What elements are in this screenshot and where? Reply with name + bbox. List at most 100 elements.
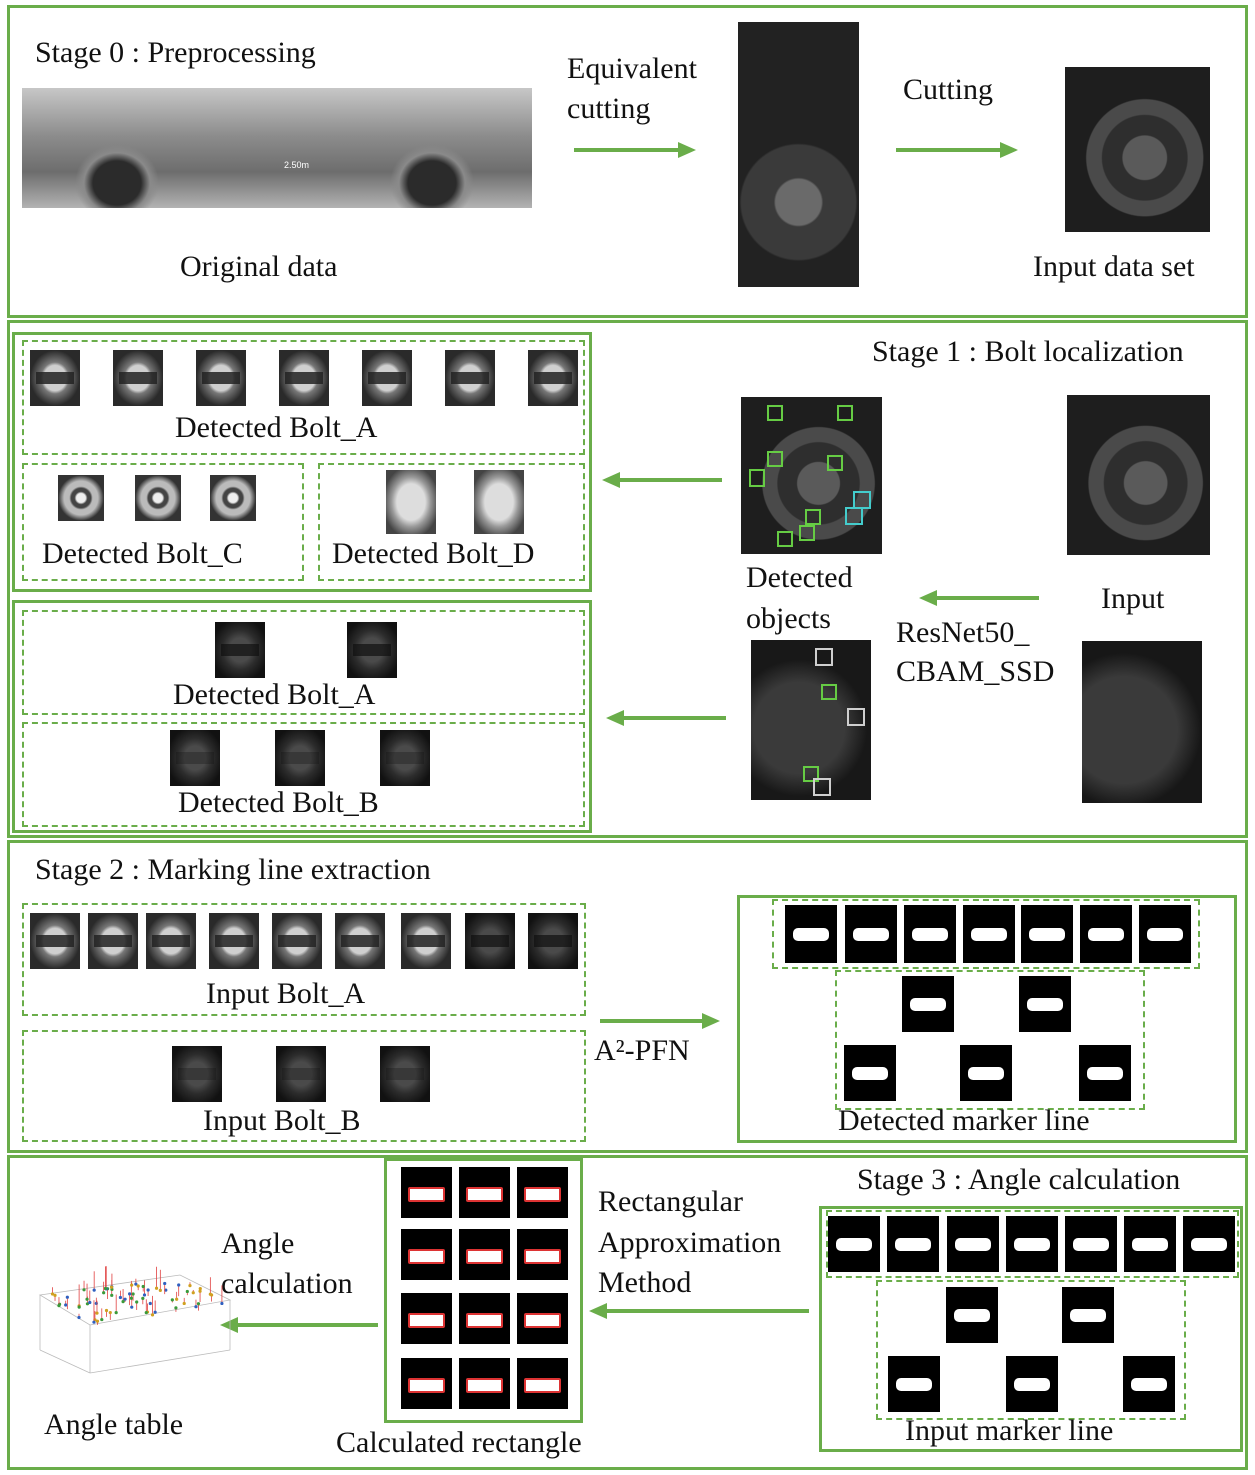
angle-point — [57, 1304, 61, 1308]
bolt-b-thumb — [380, 730, 430, 786]
arrow-equivalent-cutting — [574, 142, 696, 158]
marker-line-tile — [887, 1216, 939, 1272]
angle-point — [188, 1284, 192, 1288]
detection-box — [805, 509, 821, 525]
marker-line-tile — [963, 905, 1015, 963]
marker-line-tile — [828, 1216, 880, 1272]
angle-point — [64, 1303, 68, 1307]
detected-objects-label-2: objects — [746, 602, 831, 635]
bolt-a-thumb — [196, 350, 246, 406]
angle-point — [185, 1289, 189, 1294]
angle-point — [141, 1284, 145, 1289]
angle-point — [85, 1297, 89, 1301]
angle-point — [134, 1282, 138, 1286]
input-label: Input — [1101, 582, 1165, 615]
stage2-panel — [7, 840, 1248, 1153]
marker-line-tile — [1021, 905, 1073, 963]
angle-point — [102, 1291, 106, 1295]
angle-point — [100, 1317, 104, 1322]
bolt-a-dark-thumb — [347, 622, 397, 678]
method-label-2: Approximation — [598, 1226, 782, 1259]
stage3-input-panel — [819, 1206, 1243, 1452]
marker-line-tile — [902, 976, 954, 1032]
angle-point — [158, 1288, 162, 1292]
bolt-a-thumb — [30, 350, 80, 406]
arrow-rect-method — [589, 1303, 809, 1319]
angle-point — [94, 1301, 98, 1306]
input-bolt-b-thumb — [276, 1046, 326, 1102]
arrow-angle-calc — [220, 1317, 378, 1333]
angle-point — [177, 1283, 181, 1287]
marker-line-tile — [1006, 1216, 1058, 1272]
arrow-network — [600, 1013, 720, 1029]
input-bolt-b-thumb — [380, 1046, 430, 1102]
marker-line-tile — [845, 905, 897, 963]
input-bolt-a-thumb — [528, 913, 578, 969]
bogie-scale-text: 2.50m — [284, 160, 310, 170]
calculated-rectangle-tile — [401, 1229, 452, 1280]
detected-marker-group-bottom — [835, 970, 1145, 1110]
input-bolt-a-thumb — [465, 913, 515, 969]
marker-line-tile — [1079, 1045, 1131, 1101]
angle-point — [141, 1296, 145, 1301]
input-image-lower — [1082, 641, 1202, 803]
detection-box — [767, 451, 783, 467]
input-bolt-a-thumb — [209, 913, 259, 969]
calculated-rectangle-tile — [401, 1167, 452, 1218]
angle-point — [135, 1300, 139, 1304]
detection-box — [749, 469, 765, 487]
equivalent-cutting-line2: cutting — [567, 92, 651, 125]
detection-box — [767, 405, 783, 421]
input-bolt-a-thumb — [88, 913, 138, 969]
calculated-rectangle-tile — [517, 1293, 568, 1344]
angle-point — [150, 1313, 155, 1317]
calculated-rectangle-label: Calculated rectangle — [336, 1426, 582, 1459]
model-label-2: CBAM_SSD — [896, 655, 1055, 688]
angle-point — [175, 1297, 179, 1301]
bolt-b-thumb — [170, 730, 220, 786]
method-label-1: Rectangular — [598, 1185, 743, 1218]
detected-bolt-a-box-bottom — [22, 610, 585, 715]
input-image-upper — [1067, 395, 1210, 555]
angle-point — [77, 1315, 81, 1320]
angle-point — [144, 1310, 148, 1315]
calculated-rectangle-tile — [459, 1358, 510, 1409]
bogie-original-image: 2.50m — [22, 88, 532, 208]
angle-point — [182, 1301, 186, 1306]
bolt-a-thumb — [279, 350, 329, 406]
stage3-marker-group-bottom — [876, 1280, 1186, 1420]
detection-box — [777, 531, 793, 547]
angle-point — [174, 1306, 178, 1310]
angle-point — [50, 1292, 55, 1296]
input-marker-label: Input marker line — [905, 1414, 1114, 1447]
detection-box — [813, 778, 831, 796]
detected-bolt-d-box — [318, 463, 585, 581]
detection-box — [847, 708, 865, 726]
marker-line-tile — [1062, 1287, 1114, 1343]
marker-line-tile — [1019, 976, 1071, 1032]
marker-line-tile — [785, 905, 837, 963]
stage3-marker-row-top — [826, 1210, 1239, 1278]
angle-point — [129, 1296, 133, 1300]
detection-box — [821, 684, 837, 700]
bolt-c-thumb — [135, 475, 181, 521]
angle-point — [130, 1305, 134, 1309]
input-bolt-a-thumb — [401, 913, 451, 969]
angle-point — [194, 1305, 198, 1309]
angle-point — [95, 1311, 99, 1315]
detected-objects-dark-image — [751, 640, 871, 800]
angle-calc-label-1: Angle — [221, 1227, 295, 1260]
detected-bolt-a-box-top — [22, 340, 585, 455]
detected-marker-panel — [737, 895, 1237, 1143]
equivalent-cutting-line1: Equivalent — [567, 52, 697, 85]
marker-line-tile — [844, 1045, 896, 1101]
input-bolt-a-label: Input Bolt_A — [206, 977, 366, 1010]
marker-line-tile — [1006, 1356, 1058, 1412]
angle-point — [148, 1301, 152, 1306]
marker-line-tile — [1065, 1216, 1117, 1272]
detected-bolt-d-label: Detected Bolt_D — [332, 537, 535, 570]
angle-point — [220, 1301, 224, 1306]
arrow-model — [919, 590, 1039, 606]
cut-bogie-image — [738, 22, 859, 287]
model-label-1: ResNet50_ — [896, 616, 1030, 649]
